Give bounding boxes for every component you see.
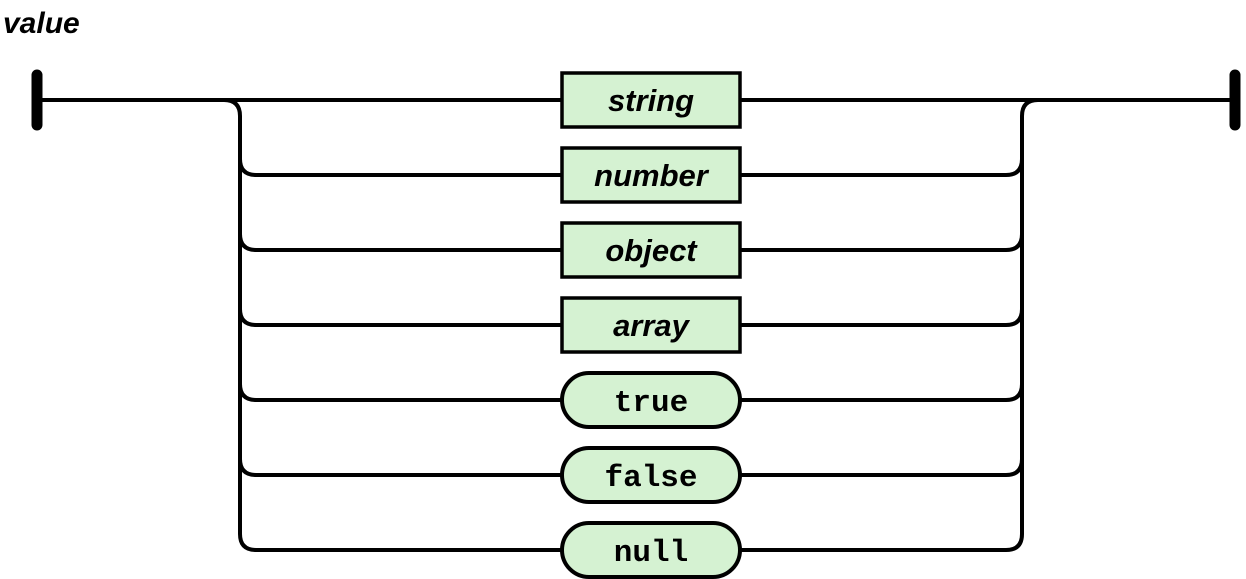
node-true: true — [560, 371, 742, 429]
node-number: number — [560, 146, 742, 204]
node-array-box — [560, 296, 742, 354]
node-null-pill — [560, 521, 742, 579]
alternatives-split-left — [223, 98, 564, 552]
node-null-label: null — [614, 536, 688, 571]
node-false-label: false — [604, 461, 697, 496]
node-null: null — [560, 521, 742, 579]
node-true-label: true — [614, 386, 688, 421]
node-false-pill — [560, 446, 742, 504]
node-array: array — [560, 296, 742, 354]
node-string-label: string — [608, 83, 694, 118]
node-true-pill — [560, 371, 742, 429]
node-string-box — [560, 71, 742, 129]
alternatives-merge-right — [738, 98, 1039, 552]
node-false: false — [560, 446, 742, 504]
diagram-title: value — [3, 7, 80, 40]
node-object-label: object — [605, 233, 698, 268]
node-array-label: array — [613, 308, 691, 343]
node-string: string — [560, 71, 742, 129]
node-object: object — [560, 221, 742, 279]
node-number-box — [560, 146, 742, 204]
node-number-label: number — [594, 158, 710, 193]
node-object-box — [560, 221, 742, 279]
